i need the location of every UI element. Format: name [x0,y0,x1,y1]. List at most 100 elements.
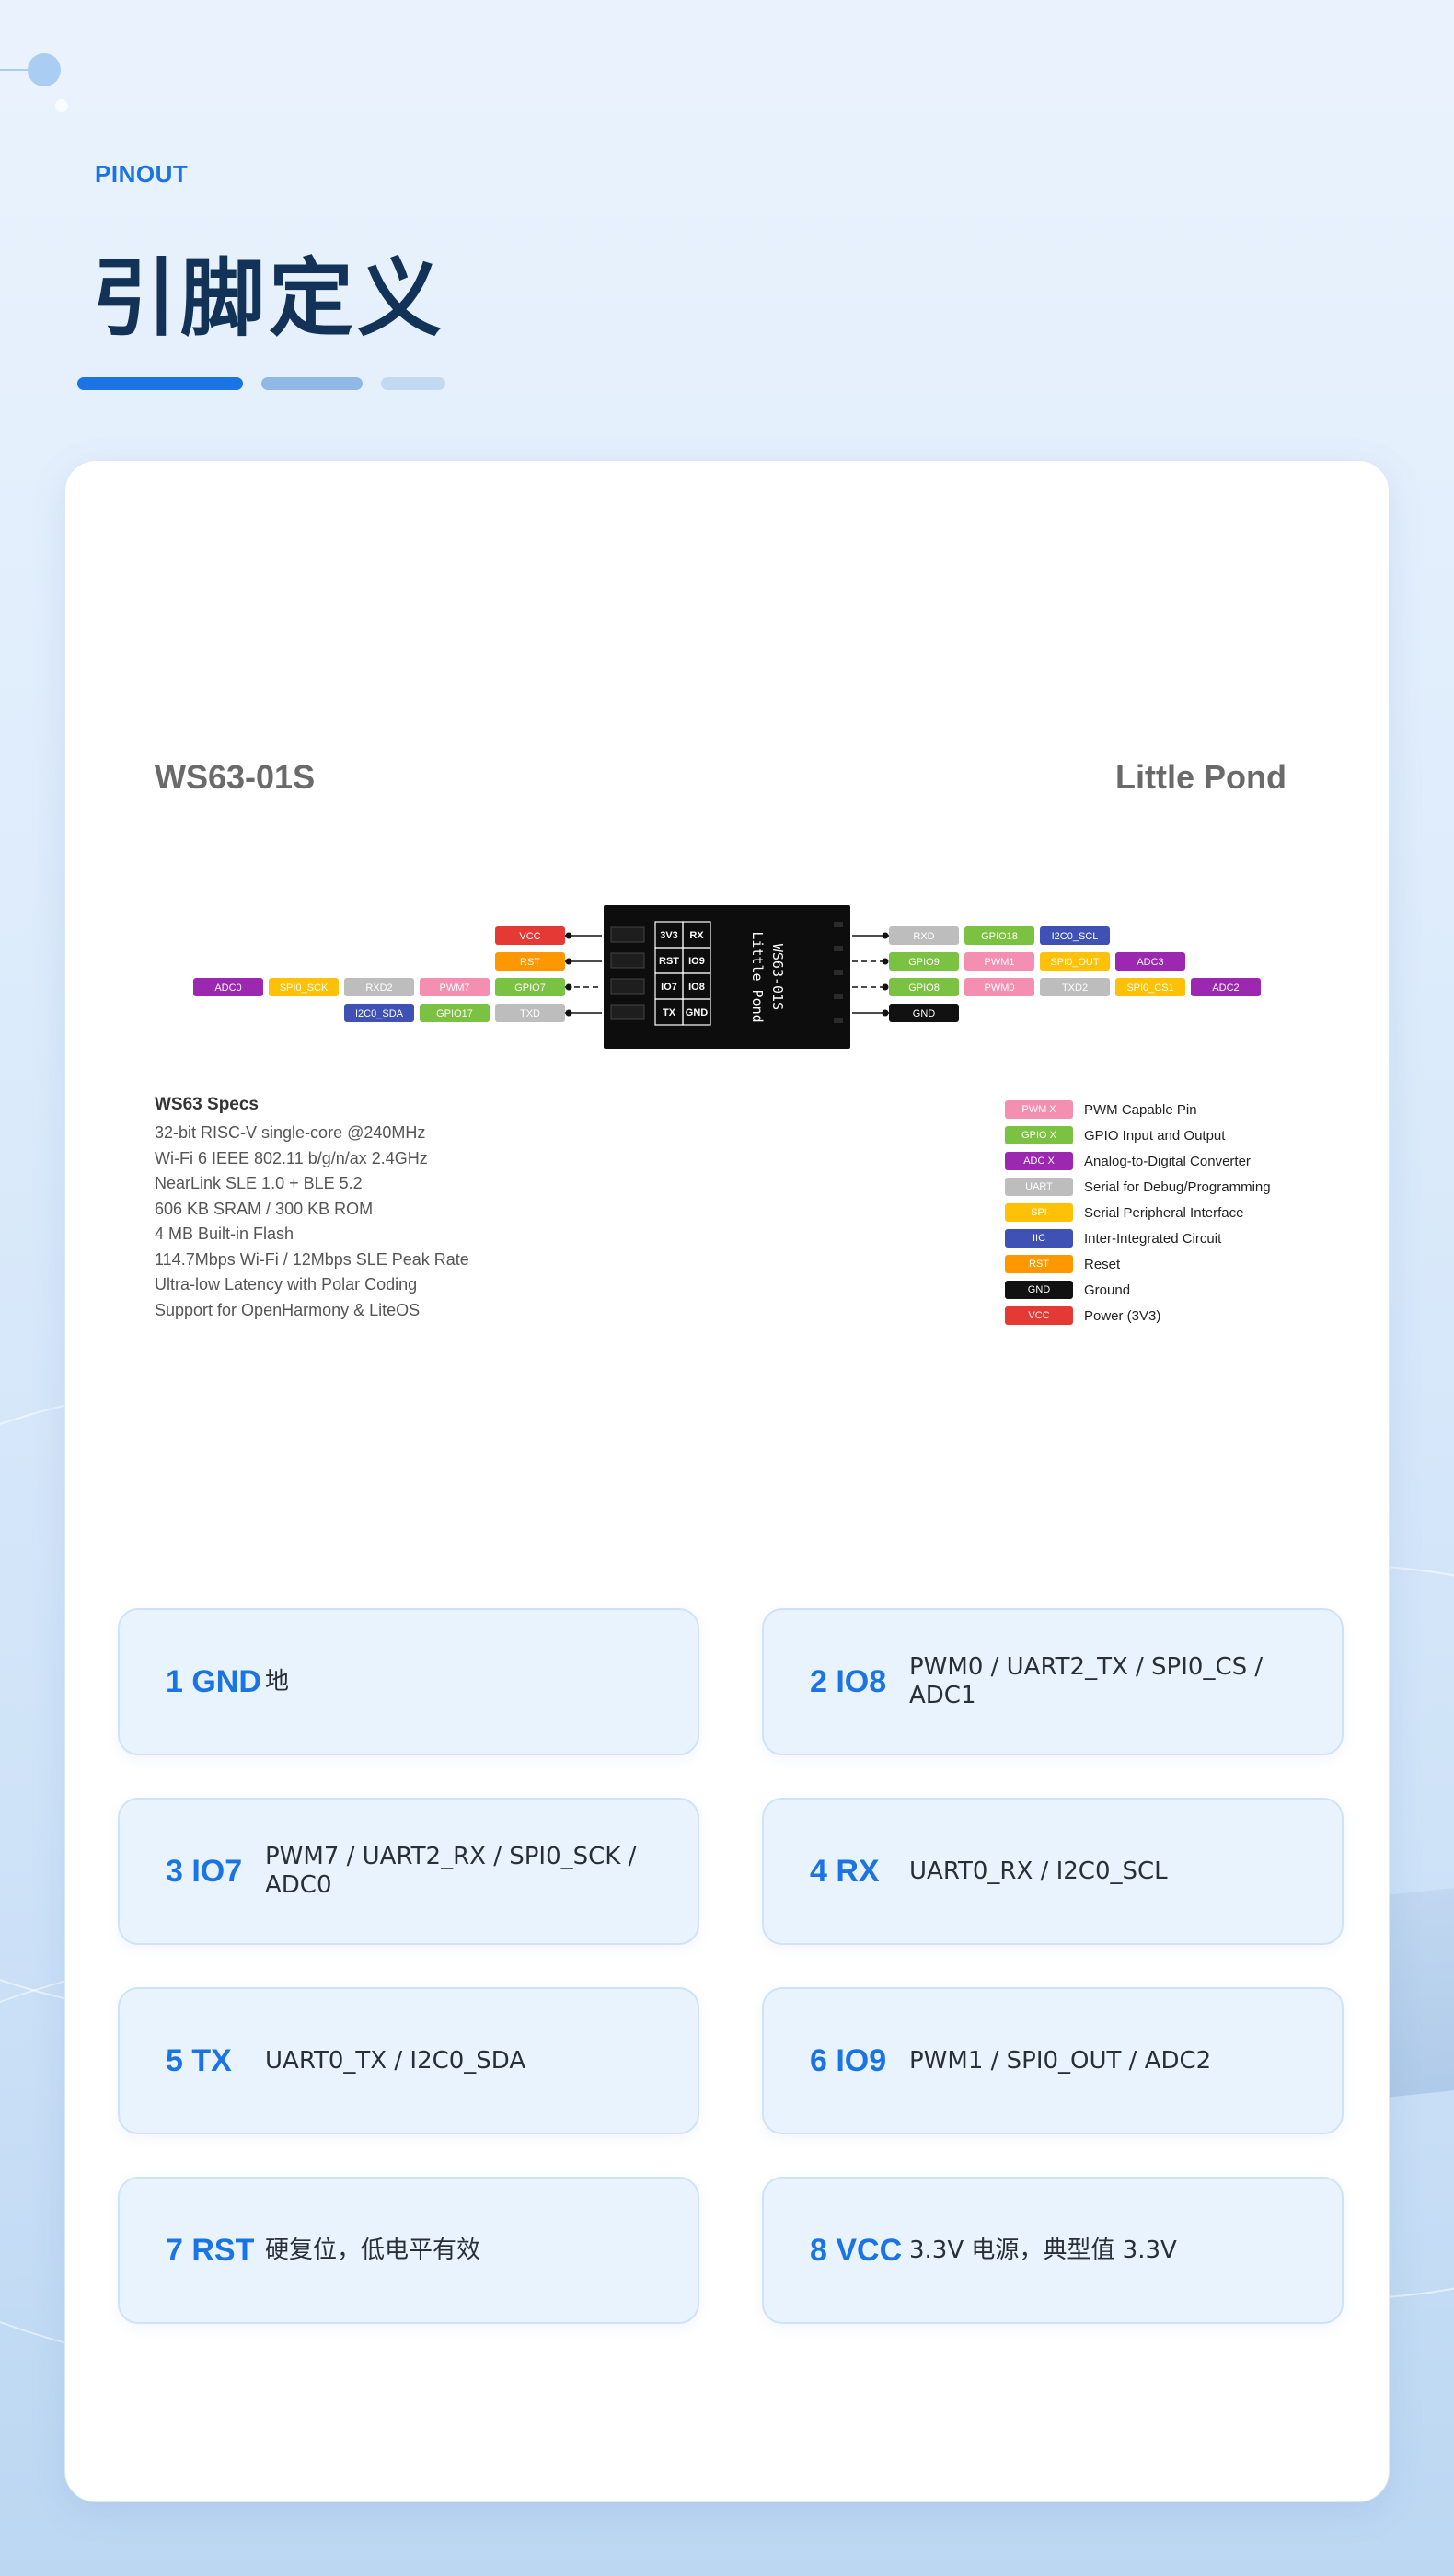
page-title: 引脚定义 [92,249,446,348]
spec-item: 32-bit RISC-V single-core @240MHz [155,1123,426,1142]
header-pin [610,952,645,969]
module-pad [834,1018,843,1023]
pin-grid-label: IO8 [688,982,705,993]
spec-item: 606 KB SRAM / 300 KB ROM [155,1199,374,1218]
spec-item: Wi-Fi 6 IEEE 802.11 b/g/n/ax 2.4GHz [155,1148,428,1167]
legend-desc: PWM Capable Pin [1084,1101,1197,1118]
pin-id: 8 VCC [810,2232,903,2268]
specs-block: WS63 Specs 32-bit RISC-V single-core @24… [155,1095,469,1323]
legend-swatch: GND [1005,1281,1073,1299]
pin-label-box [1191,978,1261,996]
pin-label-box [1040,926,1110,945]
pin-label-text: GPIO17 [436,1008,473,1019]
pin-label-box [344,978,414,996]
content-card [64,460,1390,2502]
pin-connector-dot [882,1009,889,1017]
pin-label-text: VCC [519,931,540,942]
pin-label-text: PWM7 [440,983,470,994]
module-text-model: WS63-01S [769,944,786,1010]
legend-swatch: ADC X [1005,1152,1073,1170]
pin-id: 5 TX [166,2042,232,2078]
module-pad [834,922,843,927]
pin-label-box [495,978,565,996]
legend-row: RST Reset [1005,1251,1271,1277]
spec-item: Ultra-low Latency with Polar Coding [155,1275,418,1294]
pin-label-box [420,978,490,996]
legend-desc: Reset [1084,1256,1121,1272]
pin-label-text: PWM1 [985,957,1015,968]
pin-label-box [889,952,959,971]
brand-name: Little Pond [1115,758,1287,796]
pin-grid-label: RX [689,930,704,941]
header-pin [610,1004,645,1020]
pin-label-text: PWM0 [985,983,1015,994]
pin-connector-dot [882,958,889,965]
pin-label-text: TXD [520,1008,540,1019]
pin-label-box [964,952,1034,971]
legend-desc: Serial Peripheral Interface [1084,1204,1244,1221]
legend-desc: GPIO Input and Output [1084,1127,1226,1144]
pin-grid-label: 3V3 [660,930,678,941]
title-underline-tertiary [381,377,445,390]
pin-id: 4 RX [810,1853,880,1889]
pin-label-text: GPIO7 [514,983,546,994]
pin-label-box [495,952,565,971]
pin-function: UART0_TX / I2C0_SDA [265,2046,526,2075]
pin-label-text: SPI0_CS1 [1126,983,1173,994]
pin-id: 7 RST [166,2232,255,2268]
pin-label-box [889,978,959,996]
pin-label-text: I2C0_SCL [1052,931,1099,942]
pin-label-box [889,1004,959,1022]
pin-grid-cell [682,998,711,1026]
decor-dot-small-icon [55,99,68,112]
pin-connector-dot [565,1009,572,1017]
pin-card-8: 8 VCC 3.3V 电源，典型值 3.3V [762,2177,1344,2324]
module-text-brand: Little Pond [749,931,766,1022]
header-pin [610,926,645,943]
title-underline-secondary [261,377,363,390]
pin-connector-dot [565,983,572,991]
pin-label-text: SPI0_SCK [280,983,329,994]
pin-label-text: GPIO9 [908,957,940,968]
pin-label-box [1040,978,1110,996]
pin-function: 3.3V 电源，典型值 3.3V [909,2236,1177,2264]
pin-label-text: ADC3 [1137,957,1163,968]
legend-swatch: RST [1005,1255,1073,1273]
pin-card-5: 5 TX UART0_TX / I2C0_SDA [118,1987,699,2134]
legend-swatch: UART [1005,1178,1073,1196]
decor-dot-icon [28,53,61,86]
title-underline-primary [77,377,243,390]
module-pad [834,994,843,999]
header-pin [610,978,645,995]
pin-connector-dot [882,983,889,991]
pin-label-text: ADC0 [214,983,241,994]
pin-function: PWM7 / UART2_RX / SPI0_SCK / ADC0 [265,1843,637,1899]
spec-item: Support for OpenHarmony & LiteOS [155,1300,421,1319]
pin-label-text: SPI0_OUT [1050,957,1099,968]
pin-label-box [344,1004,414,1022]
pin-label-box [193,978,263,996]
pin-grid-label: RST [659,956,679,967]
pin-label-text: RXD2 [365,983,392,994]
legend-swatch: IIC [1005,1229,1073,1248]
pin-label-box [1115,952,1185,971]
pin-label-box [964,978,1034,996]
pin-label-box [1115,978,1185,996]
pin-card-1: 1 GND 地 [118,1608,699,1755]
module-model-name: WS63-01S [155,758,316,796]
module-body [604,905,850,1049]
pin-grid-label: IO9 [688,956,705,967]
pin-connector-dot [565,958,572,965]
pin-label-text: GND [913,1008,936,1019]
pin-label-text: RST [520,957,540,968]
